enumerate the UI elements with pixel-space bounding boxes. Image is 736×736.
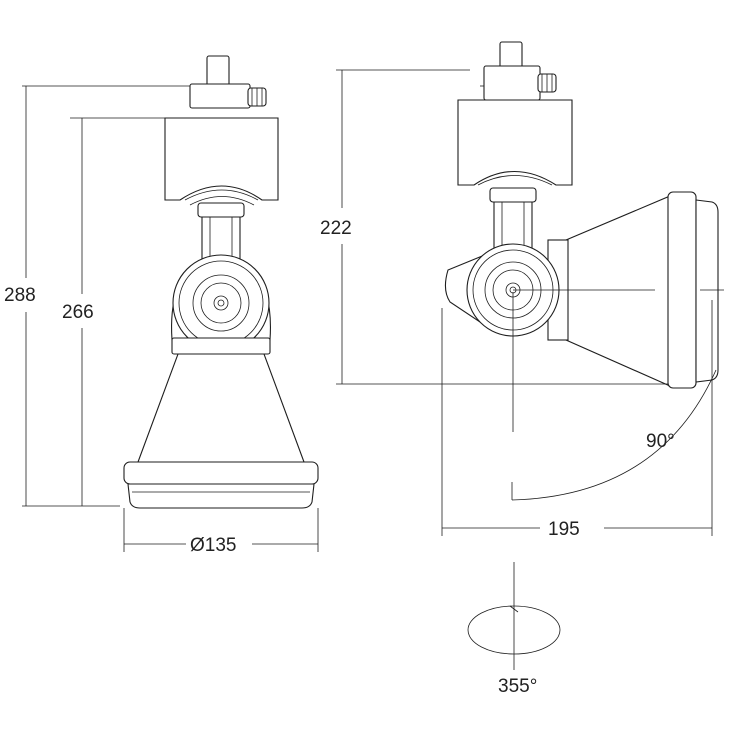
dim-rotation-angle: 355° — [498, 676, 537, 697]
front-driver-box — [164, 117, 279, 201]
side-view: 222 195 90° — [320, 41, 724, 540]
dim-body-height: 266 — [62, 302, 94, 323]
front-view: 288 266 Ø135 — [4, 55, 319, 556]
tilt-arc — [511, 369, 717, 501]
dim-overall-height: 288 — [4, 285, 36, 306]
front-track-adapter — [189, 55, 267, 109]
dim-diameter: Ø135 — [190, 535, 236, 556]
dim-side-height: 222 — [320, 218, 352, 239]
front-lamp-cone — [137, 353, 305, 463]
side-track-adapter — [480, 41, 557, 101]
dim-tilt-angle: 90° — [646, 431, 675, 452]
front-pivot-disc — [172, 254, 270, 352]
dim-depth: 195 — [548, 519, 580, 540]
front-bezel — [123, 461, 319, 509]
side-driver-box — [457, 99, 573, 186]
side-bezel — [667, 191, 719, 389]
rotation-symbol: 355° — [467, 562, 561, 697]
side-lamp-cone — [565, 195, 671, 387]
